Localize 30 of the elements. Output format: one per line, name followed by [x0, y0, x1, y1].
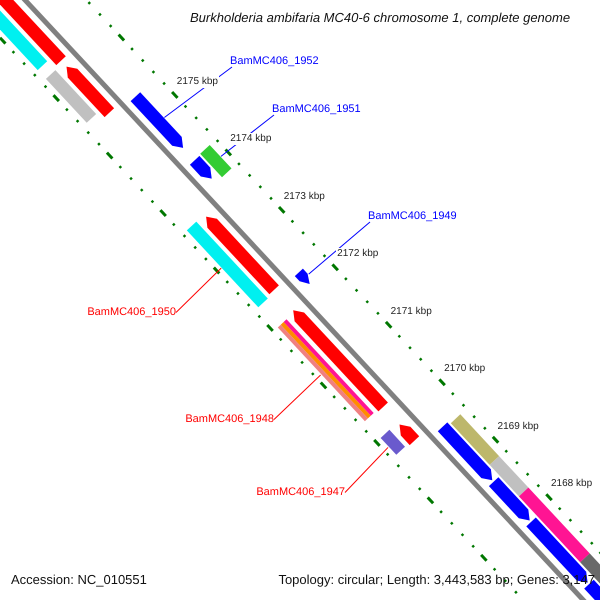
- gene-bar: [438, 414, 500, 480]
- scale-label: 2170 kbp: [443, 363, 486, 376]
- gene-bar: [46, 66, 114, 123]
- gene-bar: [488, 456, 530, 520]
- leader-line: [176, 268, 222, 313]
- gene-bar: [190, 145, 232, 179]
- leader-line: [308, 222, 370, 275]
- leader-line: [344, 446, 389, 493]
- gene-bar: [278, 310, 388, 422]
- scale-label: 2169 kbp: [496, 420, 540, 433]
- gene-label: BamMC406_1948: [185, 413, 274, 426]
- scale-label: 2174 kbp: [229, 133, 272, 146]
- scale-label: 2175 kbp: [176, 76, 219, 88]
- title: Burkholderia ambifaria MC40-6 chromosome 1, complete genome: [190, 10, 570, 26]
- scale-label: 2173 kbp: [282, 190, 326, 203]
- gene-label: BamMC406_1947: [256, 486, 345, 499]
- accession-label: Accession: NC_010551: [9, 572, 149, 588]
- scale-label: 2168 kbp: [550, 478, 594, 490]
- gene-label: BamMC406_1949: [368, 210, 457, 223]
- gene-bar: [130, 92, 184, 148]
- leader-line: [274, 374, 322, 420]
- gene-bar: [380, 424, 420, 455]
- gene-bar: [294, 268, 310, 284]
- gene-bar: [0, 0, 66, 70]
- gene-label: BamMC406_1950: [87, 306, 176, 319]
- scale-label: 2172 kbp: [336, 248, 380, 260]
- gene-bar: [186, 216, 279, 308]
- gene-label: BamMC406_1951: [272, 103, 361, 116]
- scale-label: 2171 kbp: [390, 306, 433, 318]
- gene-label: BamMC406_1952: [230, 55, 319, 68]
